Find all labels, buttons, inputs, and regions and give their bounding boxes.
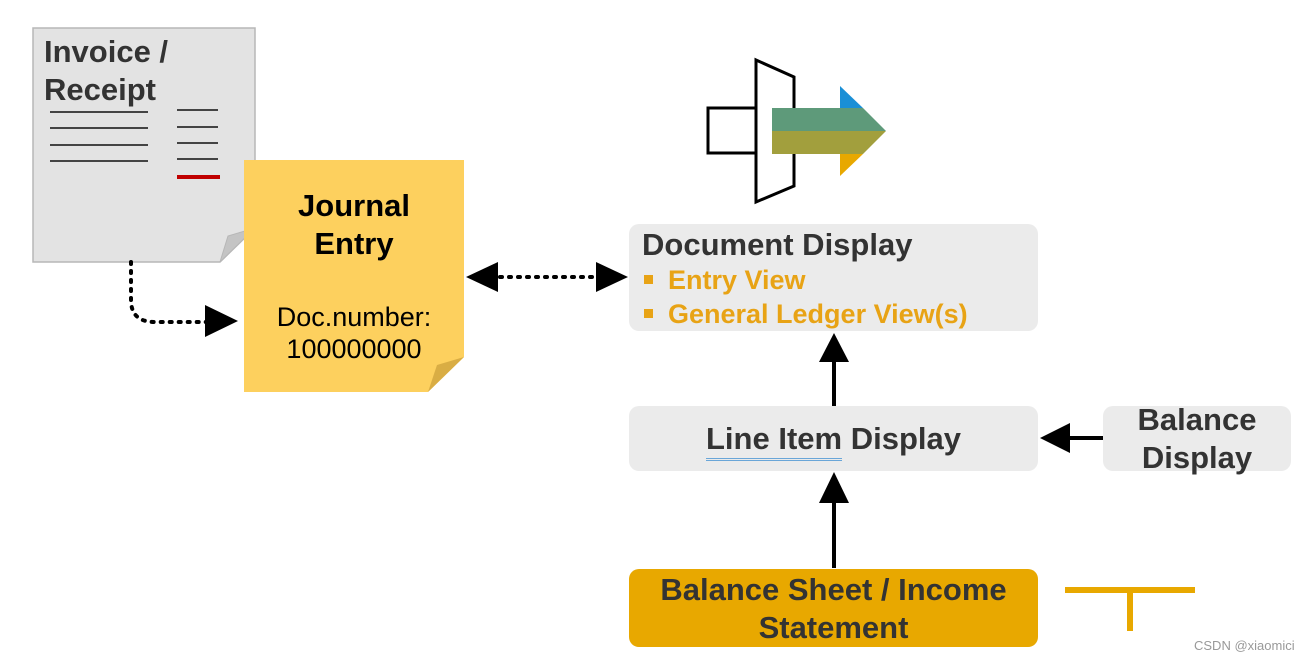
invoice-document xyxy=(32,27,256,263)
line-item-display-label: Line Item Display xyxy=(629,420,1038,461)
line-item-prefix: Line Item xyxy=(706,421,843,461)
journal-arrowhead-left xyxy=(466,262,498,292)
transaction-logo-icon xyxy=(706,57,886,205)
balance-display-box[interactable] xyxy=(1103,406,1291,471)
entry-view-item: Entry View xyxy=(642,264,806,296)
gold-t-marker xyxy=(1065,587,1195,631)
general-ledger-view-label: General Ledger View(s) xyxy=(668,299,968,329)
watermark: CSDN @xiaomici xyxy=(1194,638,1295,653)
balance-sheet-label: Balance Sheet / Income Statement xyxy=(660,572,1007,645)
document-display-box[interactable] xyxy=(629,224,1038,331)
invoice-to-journal-arrowhead xyxy=(205,305,238,337)
line-item-display-box[interactable] xyxy=(629,406,1038,471)
invoice-title: Invoice / Receipt xyxy=(44,34,169,107)
bullet-icon xyxy=(644,275,653,285)
entry-view-label: Entry View xyxy=(668,265,806,295)
document-arrowhead-right xyxy=(596,262,628,292)
balance-to-line-arrowhead xyxy=(1040,423,1070,453)
balance-sheet-box[interactable] xyxy=(629,569,1038,647)
sheet-to-line-arrowhead xyxy=(819,472,849,503)
balance-display-label: Balance Display xyxy=(1137,402,1257,475)
line-item-suffix: Display xyxy=(842,421,961,456)
invoice-to-journal-connector xyxy=(129,260,214,324)
document-display-title: Document Display xyxy=(642,227,913,262)
journal-entry-title: Journal Entry xyxy=(298,188,410,261)
general-ledger-view-item: General Ledger View(s) xyxy=(642,298,968,330)
line-to-document-arrowhead xyxy=(819,333,849,362)
bullet-icon xyxy=(644,309,653,319)
journal-doc-number: Doc.number: 100000000 xyxy=(276,302,432,364)
journal-entry-note xyxy=(244,160,464,392)
